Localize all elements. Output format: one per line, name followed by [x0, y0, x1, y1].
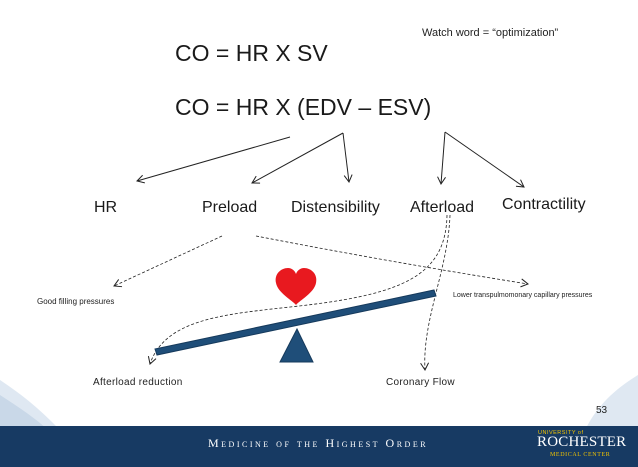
arrow-to-hr [136, 136, 291, 184]
corner-swoosh-decoration [0, 375, 638, 430]
logo-university-of: UNIVERSITY of [538, 430, 584, 436]
seesaw-fulcrum [279, 327, 314, 363]
university-logo: UNIVERSITY of ROCHESTER MEDICAL CENTER [510, 430, 635, 464]
arrow-to-contractility [444, 131, 525, 188]
arrow-afterload-to-reduction [147, 214, 448, 365]
logo-medical-center: MEDICAL CENTER [550, 452, 611, 458]
equation-arrows [136, 131, 525, 188]
label-good-filling-pressures: Good filling pressures [37, 297, 115, 306]
arrow-to-distensibility [342, 132, 353, 184]
arrow-to-afterload [437, 131, 446, 186]
arrow-to-preload [251, 132, 344, 184]
label-distensibility: Distensibility [291, 199, 380, 216]
seesaw [154, 289, 437, 363]
watch-word-note: Watch word = “optimization” [422, 27, 559, 39]
footer-title: Medicine of the Highest Order [208, 436, 429, 450]
seesaw-beam [154, 289, 437, 356]
label-contractility: Contractility [502, 196, 586, 213]
heart-icon [275, 268, 317, 305]
equation-co-hr-sv: CO = HR X SV [175, 40, 328, 66]
page-number: 53 [596, 405, 608, 416]
label-afterload-reduction: Afterload reduction [93, 377, 183, 388]
arrow-preload-to-filling [113, 235, 223, 288]
arrow-preload-to-lower-pressures [255, 235, 529, 288]
label-preload: Preload [202, 199, 258, 216]
footer-bar [0, 426, 638, 467]
label-coronary-flow: Coronary Flow [386, 377, 455, 388]
label-lower-pressures: Lower transpulmomonary capillary pressur… [453, 292, 593, 299]
label-hr: HR [94, 199, 118, 216]
logo-rochester: ROCHESTER [537, 434, 627, 450]
equation-co-hr-edv-esv: CO = HR X (EDV – ESV) [175, 94, 432, 120]
label-afterload: Afterload [410, 199, 475, 216]
